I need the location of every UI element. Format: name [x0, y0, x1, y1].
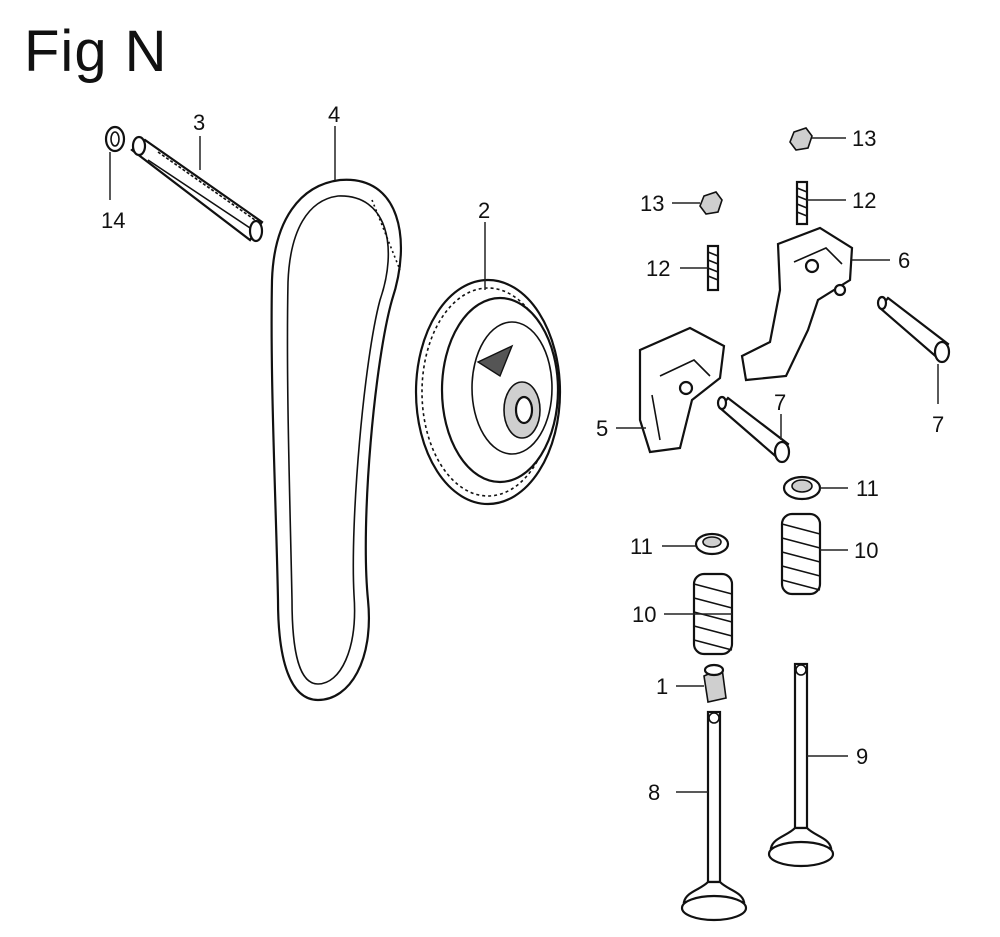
callout-7-left: 7 — [774, 390, 786, 415]
callout-4: 4 — [328, 102, 340, 127]
callout-8: 8 — [648, 780, 660, 805]
rocker-arm-part-6 — [740, 226, 854, 382]
spring-retainer-part-11-a — [694, 532, 730, 556]
callout-12-right: 12 — [852, 188, 876, 213]
callout-3: 3 — [193, 110, 205, 135]
timing-pulley-part-2 — [414, 278, 562, 506]
callout-5: 5 — [596, 416, 608, 441]
callout-13-left: 13 — [640, 191, 664, 216]
o-ring-part-14 — [104, 125, 126, 153]
nut-part-13-a — [699, 191, 723, 215]
nut-part-13-b — [789, 127, 813, 151]
leader-lines — [109, 126, 939, 793]
callout-14: 14 — [101, 208, 125, 233]
callout-10-right: 10 — [854, 538, 878, 563]
callout-11-left: 11 — [630, 534, 653, 559]
callout-7-right: 7 — [932, 412, 944, 437]
callout-1: 1 — [656, 674, 668, 699]
callout-11-right: 11 — [856, 476, 879, 501]
callout-9: 9 — [856, 744, 868, 769]
valve-stem-seal-part-1 — [703, 663, 727, 703]
timing-belt-part-4 — [270, 178, 403, 702]
valve-spring-part-10-b — [780, 512, 822, 596]
rocker-pin-part-7-a — [716, 395, 791, 464]
rocker-arm-part-5 — [638, 326, 726, 454]
valve-part-8 — [680, 710, 748, 922]
spring-retainer-part-11-b — [782, 475, 822, 501]
callout-13-right: 13 — [852, 126, 876, 151]
callout-12-left: 12 — [646, 256, 670, 281]
rocker-pin-part-7-b — [876, 295, 951, 364]
adjusting-screw-part-12-a — [706, 244, 720, 292]
valve-part-9 — [767, 662, 835, 868]
adjusting-screw-part-12-b — [795, 180, 809, 226]
callout-10-left: 10 — [632, 602, 656, 627]
shaft-part-3 — [130, 135, 264, 243]
figure-title: Fig N — [24, 19, 168, 84]
callout-6: 6 — [898, 248, 910, 273]
callout-2: 2 — [478, 198, 490, 223]
